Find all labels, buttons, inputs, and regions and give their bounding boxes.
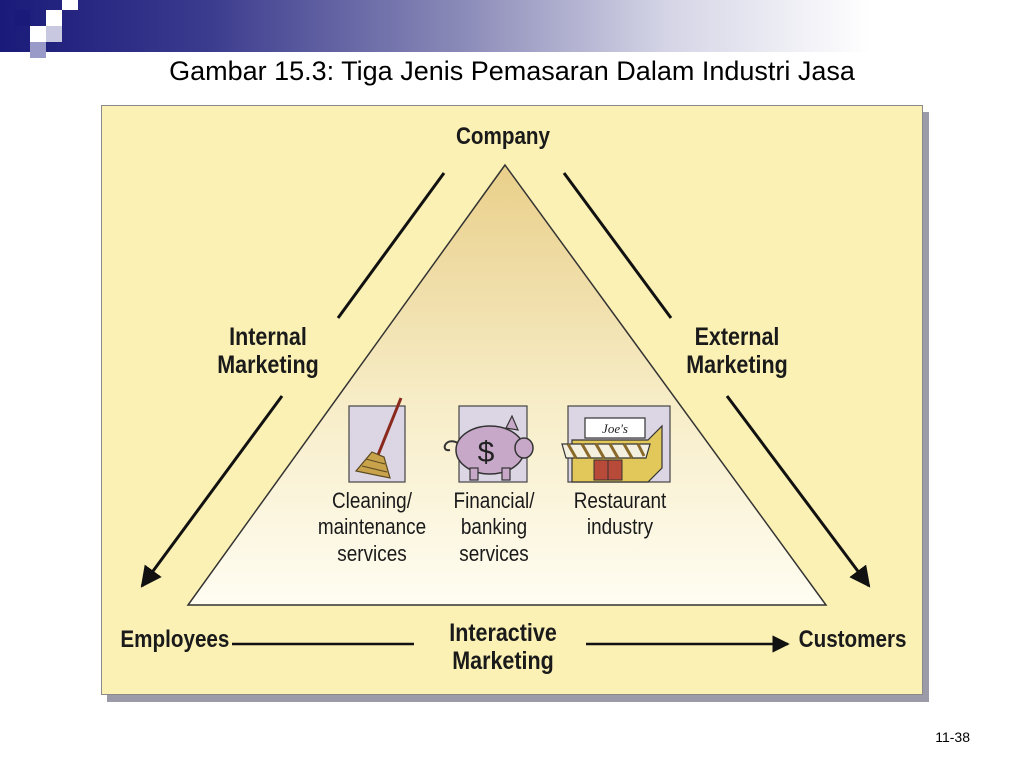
interactive-marketing-label-line: Marketing <box>452 647 554 675</box>
cleaning-services-label: Cleaning/ maintenance services <box>316 488 428 567</box>
example-label-line: industry <box>586 514 654 540</box>
header-bar <box>0 0 1024 52</box>
internal-marketing-label-line: Marketing <box>217 351 319 379</box>
interactive-marketing-label: Interactive Marketing <box>434 619 572 675</box>
restaurant-icon: Joe's <box>561 405 671 483</box>
example-label-line: Financial/ <box>453 488 535 513</box>
header-square-decoration <box>46 10 62 26</box>
example-label-line: services <box>337 540 407 566</box>
external-marketing-line-upper <box>562 172 673 319</box>
external-marketing-label-line: Marketing <box>686 351 788 379</box>
example-label-line: Restaurant <box>573 488 667 513</box>
broom-icon <box>348 397 406 483</box>
header-square-decoration <box>46 26 62 42</box>
header-square-decoration <box>30 26 46 42</box>
external-marketing-label: External Marketing <box>675 323 799 379</box>
piggy-bank-icon: $ <box>443 405 534 483</box>
restaurant-sign-text: Joe's <box>602 421 628 436</box>
example-label-line: Cleaning/ <box>332 488 412 513</box>
example-label-line: banking <box>460 514 528 540</box>
header-square-decoration <box>62 0 78 10</box>
company-node-label: Company <box>455 123 551 150</box>
svg-text:$: $ <box>478 436 495 469</box>
external-marketing-label-line: External <box>694 323 780 351</box>
example-label-line: maintenance <box>317 514 427 540</box>
interactive-marketing-label-line: Interactive <box>449 619 557 647</box>
internal-marketing-arrow <box>140 395 284 588</box>
internal-marketing-label-line: Internal <box>229 323 307 351</box>
header-square-decoration <box>30 42 46 58</box>
employees-node-label: Employees <box>120 626 230 653</box>
slide-title: Gambar 15.3: Tiga Jenis Pemasaran Dalam … <box>169 56 855 86</box>
header-square-decoration <box>14 10 30 26</box>
internal-marketing-label: Internal Marketing <box>206 323 330 379</box>
example-label-line: services <box>459 540 529 566</box>
internal-marketing-line-upper <box>336 172 446 319</box>
external-marketing-arrow <box>725 395 871 588</box>
restaurant-industry-label: Restaurant industry <box>568 488 671 541</box>
customers-node-label: Customers <box>798 626 907 653</box>
financial-services-label: Financial/ banking services <box>444 488 544 567</box>
slide-number: 11-38 <box>935 729 970 745</box>
marketing-triangle <box>186 163 828 606</box>
